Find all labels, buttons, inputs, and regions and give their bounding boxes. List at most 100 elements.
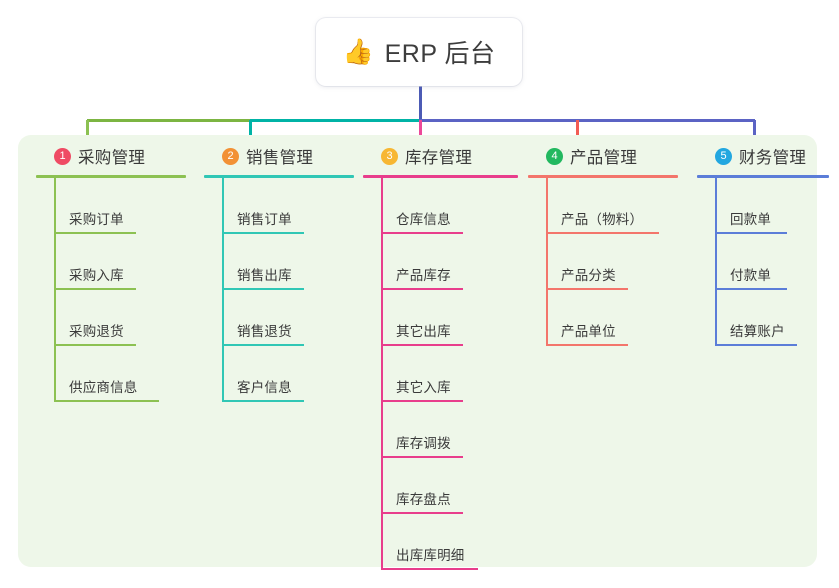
leaf-label: 采购退货 <box>69 324 124 339</box>
leaf-item[interactable]: 销售出库 <box>204 234 354 290</box>
leaf-label: 产品单位 <box>561 324 616 339</box>
leaf-label: 产品分类 <box>561 268 616 283</box>
branch-header-3[interactable]: 3 库存管理 <box>363 143 518 169</box>
branch-header-4[interactable]: 4 产品管理 <box>528 143 678 169</box>
leaf-underline <box>546 288 628 290</box>
root-title: ERP 后台 <box>384 40 496 68</box>
branch-underline-4 <box>528 175 678 178</box>
leaf-item[interactable]: 产品库存 <box>363 234 518 290</box>
leaf-label: 销售退货 <box>237 324 292 339</box>
leaf-underline <box>222 232 304 234</box>
leaf-item[interactable]: 其它出库 <box>363 290 518 346</box>
leaf-label: 采购订单 <box>69 212 124 227</box>
leaf-underline <box>381 288 463 290</box>
leaf-underline <box>715 344 797 346</box>
leaf-label: 库存盘点 <box>396 492 451 507</box>
leaf-underline <box>54 232 136 234</box>
leaf-underline <box>546 344 628 346</box>
leaf-label: 回款单 <box>730 212 772 227</box>
leaf-underline <box>715 232 787 234</box>
branch-title-4: 产品管理 <box>570 149 638 167</box>
leaf-underline <box>715 288 787 290</box>
branch-spine-2 <box>222 178 224 402</box>
branch-header-5[interactable]: 5 财务管理 <box>697 143 829 169</box>
leaf-label: 出库库明细 <box>396 548 465 563</box>
branch-badge-5: 5 <box>715 147 732 165</box>
leaf-item[interactable]: 付款单 <box>697 234 829 290</box>
branch-spine-5 <box>715 178 717 346</box>
leaf-item[interactable]: 出库库明细 <box>363 514 518 570</box>
root-node[interactable]: 👍 ERP 后台 <box>316 18 522 86</box>
branch-underline-2 <box>204 175 354 178</box>
leaf-underline <box>222 400 304 402</box>
branch-title-5: 财务管理 <box>739 149 807 167</box>
leaf-item[interactable]: 采购入库 <box>36 234 186 290</box>
branch-badge-4: 4 <box>546 147 563 165</box>
leaf-label: 其它入库 <box>396 380 451 395</box>
branch-column-3: 3 库存管理仓库信息产品库存其它出库其它入库库存调拨库存盘点出库库明细 <box>363 143 518 570</box>
branch-spine-4 <box>546 178 548 346</box>
leaf-underline <box>381 232 463 234</box>
leaf-underline <box>381 568 478 570</box>
leaf-underline <box>381 400 463 402</box>
leaf-item[interactable]: 供应商信息 <box>36 346 186 402</box>
leaf-item[interactable]: 产品单位 <box>528 290 678 346</box>
leaf-underline <box>54 288 136 290</box>
leaf-underline <box>222 344 304 346</box>
branch-leaf-list-3: 仓库信息产品库存其它出库其它入库库存调拨库存盘点出库库明细 <box>363 178 518 570</box>
leaf-label: 其它出库 <box>396 324 451 339</box>
branch-leaf-list-1: 采购订单采购入库采购退货供应商信息 <box>36 178 186 402</box>
leaf-underline <box>54 400 159 402</box>
leaf-label: 库存调拨 <box>396 436 451 451</box>
branch-header-1[interactable]: 1 采购管理 <box>36 143 186 169</box>
leaf-underline <box>381 512 463 514</box>
leaf-label: 采购入库 <box>69 268 124 283</box>
leaf-item[interactable]: 采购退货 <box>36 290 186 346</box>
leaf-label: 供应商信息 <box>69 380 138 395</box>
branches-panel <box>18 135 817 567</box>
leaf-label: 仓库信息 <box>396 212 451 227</box>
leaf-label: 产品库存 <box>396 268 451 283</box>
leaf-underline <box>54 344 136 346</box>
leaf-label: 销售订单 <box>237 212 292 227</box>
leaf-label: 付款单 <box>730 268 772 283</box>
branch-column-1: 1 采购管理采购订单采购入库采购退货供应商信息 <box>36 143 186 402</box>
branch-spine-3 <box>381 178 383 570</box>
leaf-item[interactable]: 产品分类 <box>528 234 678 290</box>
branch-badge-1: 1 <box>54 147 71 165</box>
leaf-item[interactable]: 销售退货 <box>204 290 354 346</box>
leaf-label: 客户信息 <box>237 380 292 395</box>
leaf-item[interactable]: 产品（物料） <box>528 178 678 234</box>
branch-column-4: 4 产品管理产品（物料） 产品分类产品单位 <box>528 143 678 346</box>
leaf-item[interactable]: 结算账户 <box>697 290 829 346</box>
branch-underline-1 <box>36 175 186 178</box>
leaf-item[interactable]: 仓库信息 <box>363 178 518 234</box>
branch-title-3: 库存管理 <box>405 149 473 167</box>
leaf-item[interactable]: 库存调拨 <box>363 402 518 458</box>
branch-underline-5 <box>697 175 829 178</box>
leaf-item[interactable]: 采购订单 <box>36 178 186 234</box>
leaf-item[interactable]: 销售订单 <box>204 178 354 234</box>
leaf-item[interactable]: 其它入库 <box>363 346 518 402</box>
branch-underline-3 <box>363 175 518 178</box>
leaf-label: 销售出库 <box>237 268 292 283</box>
leaf-underline <box>381 456 463 458</box>
thumbs-up-icon: 👍 <box>342 37 374 66</box>
branch-leaf-list-5: 回款单付款单结算账户 <box>697 178 829 346</box>
leaf-underline <box>222 288 304 290</box>
leaf-underline <box>381 344 463 346</box>
leaf-item[interactable]: 库存盘点 <box>363 458 518 514</box>
leaf-item[interactable]: 客户信息 <box>204 346 354 402</box>
leaf-label: 产品（物料） <box>561 212 644 227</box>
root-node-content: 👍 ERP 后台 <box>342 34 495 70</box>
branch-badge-3: 3 <box>381 147 398 165</box>
branch-title-2: 销售管理 <box>246 149 314 167</box>
branch-title-1: 采购管理 <box>78 149 146 167</box>
branch-spine-1 <box>54 178 56 402</box>
leaf-item[interactable]: 回款单 <box>697 178 829 234</box>
branch-leaf-list-2: 销售订单销售出库销售退货客户信息 <box>204 178 354 402</box>
branch-leaf-list-4: 产品（物料） 产品分类产品单位 <box>528 178 678 346</box>
